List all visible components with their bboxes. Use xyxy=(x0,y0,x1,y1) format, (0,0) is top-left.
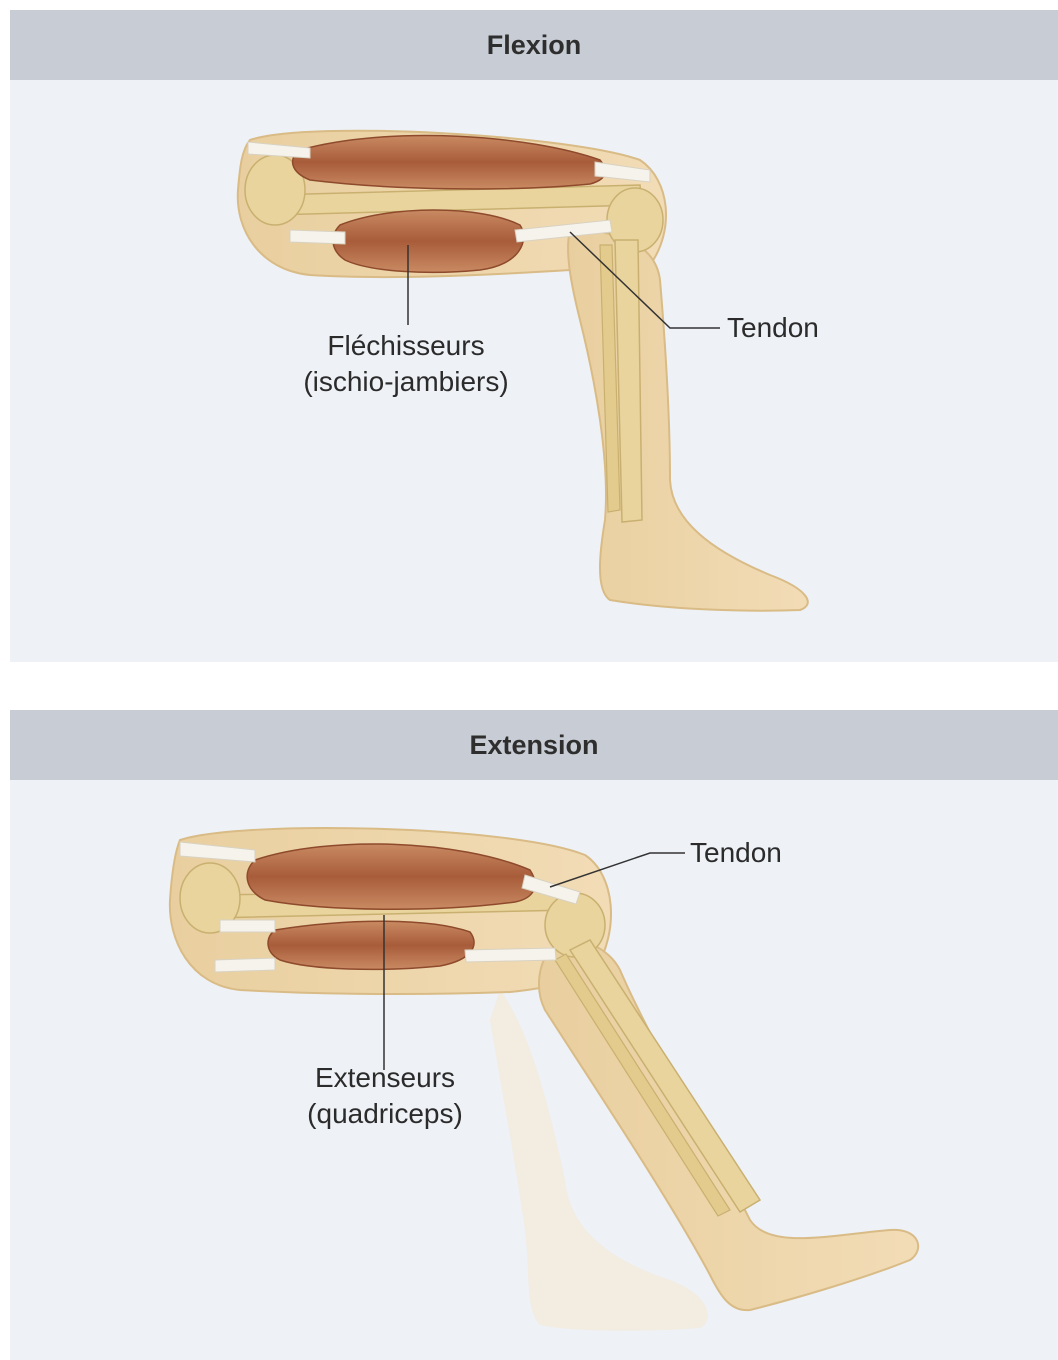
lower-tendon-hip xyxy=(215,958,275,972)
extension-header: Extension xyxy=(10,710,1058,780)
extended-leg-illustration xyxy=(10,780,1058,1360)
extension-illustration-area: Extenseurs (quadriceps) Tendon xyxy=(10,780,1058,1360)
hamstring-muscle xyxy=(333,210,524,272)
extensor-label: Extenseurs (quadriceps) xyxy=(280,1060,490,1132)
flexed-leg-illustration xyxy=(10,80,1058,662)
flexor-label-line2: (ischio-jambiers) xyxy=(280,364,532,400)
extensor-label-line1: Extenseurs xyxy=(280,1060,490,1096)
tendon-label-flexion: Tendon xyxy=(727,310,819,346)
extension-panel: Extension xyxy=(10,710,1058,1360)
fibula-bone xyxy=(555,954,730,1216)
tendon-label-extension: Tendon xyxy=(690,835,782,871)
lower-tendon-hip xyxy=(290,230,345,244)
lower-tendon-knee xyxy=(465,948,556,962)
hamstring-muscle xyxy=(268,921,474,969)
middle-tendon-hip xyxy=(220,920,275,932)
flexor-label-line1: Fléchisseurs xyxy=(280,328,532,364)
extension-title: Extension xyxy=(469,730,598,761)
flexion-header: Flexion xyxy=(10,10,1058,80)
flexion-illustration-area: Fléchisseurs (ischio-jambiers) Tendon xyxy=(10,80,1058,662)
flexion-panel: Flexion xyxy=(10,10,1058,662)
flexion-title: Flexion xyxy=(487,30,582,61)
extensor-label-line2: (quadriceps) xyxy=(280,1096,490,1132)
flexor-label: Fléchisseurs (ischio-jambiers) xyxy=(280,328,532,400)
